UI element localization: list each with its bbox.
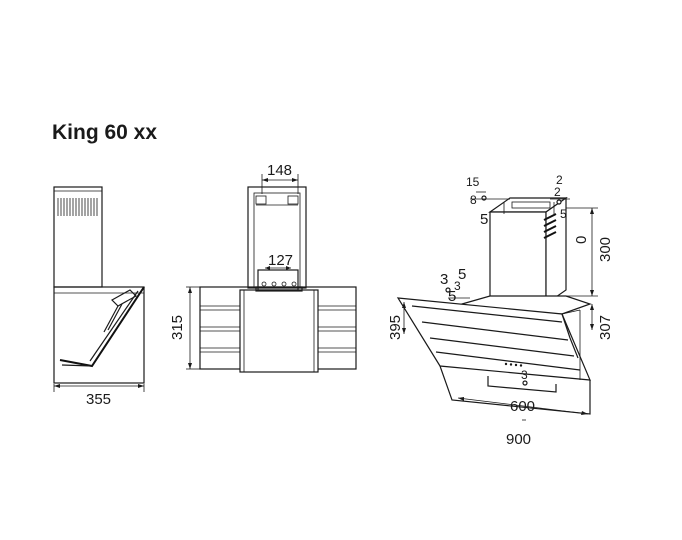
bracket-width-label: 127 (268, 252, 293, 269)
vent-slots (57, 198, 98, 216)
chimney-marker-label: 0 (573, 236, 590, 244)
inner-width-label: 600 (510, 398, 535, 415)
front-view: 148 127 315 (169, 162, 357, 373)
side-body (53, 286, 145, 384)
chimney-front (489, 211, 547, 305)
annotation-35: 3 (440, 271, 448, 288)
side-width-label: 355 (86, 391, 111, 408)
perspective-view: 300 0 307 395 600 900 15 8 5 2 2 5 (387, 173, 614, 448)
chimney-vent (543, 213, 557, 239)
annotation-3-bottom: 3 (521, 368, 528, 382)
control-dots (504, 362, 523, 367)
hinge-mechanism (111, 289, 137, 307)
annotation-5-right-top: 5 (560, 207, 567, 221)
front-height-label: 315 (169, 315, 186, 340)
annotation-2-top: 2 (556, 173, 563, 187)
front-chimney (247, 186, 307, 289)
product-title: King 60 xx (52, 121, 157, 144)
filter-cutout (487, 376, 557, 393)
annotation-3-small: 3 (454, 279, 461, 293)
side-view: 355 (53, 186, 145, 408)
front-body (239, 289, 319, 373)
right-depth-label: 307 (597, 315, 614, 340)
depth-label: 395 (387, 315, 404, 340)
annotation-5-mid: 5 (458, 266, 466, 283)
annotation-15: 15 (466, 175, 480, 189)
annotation-8: 8 (470, 193, 477, 207)
chimney-height-label: 300 (597, 237, 614, 262)
outer-width-label: 900 (506, 431, 531, 448)
annotation-5-left: 5 (480, 211, 488, 228)
annotation-2-low: 2 (554, 185, 561, 199)
chimney-width-label: 148 (267, 162, 292, 179)
inner-width-dimension (457, 397, 589, 415)
annotation-53: 5 (448, 288, 456, 305)
